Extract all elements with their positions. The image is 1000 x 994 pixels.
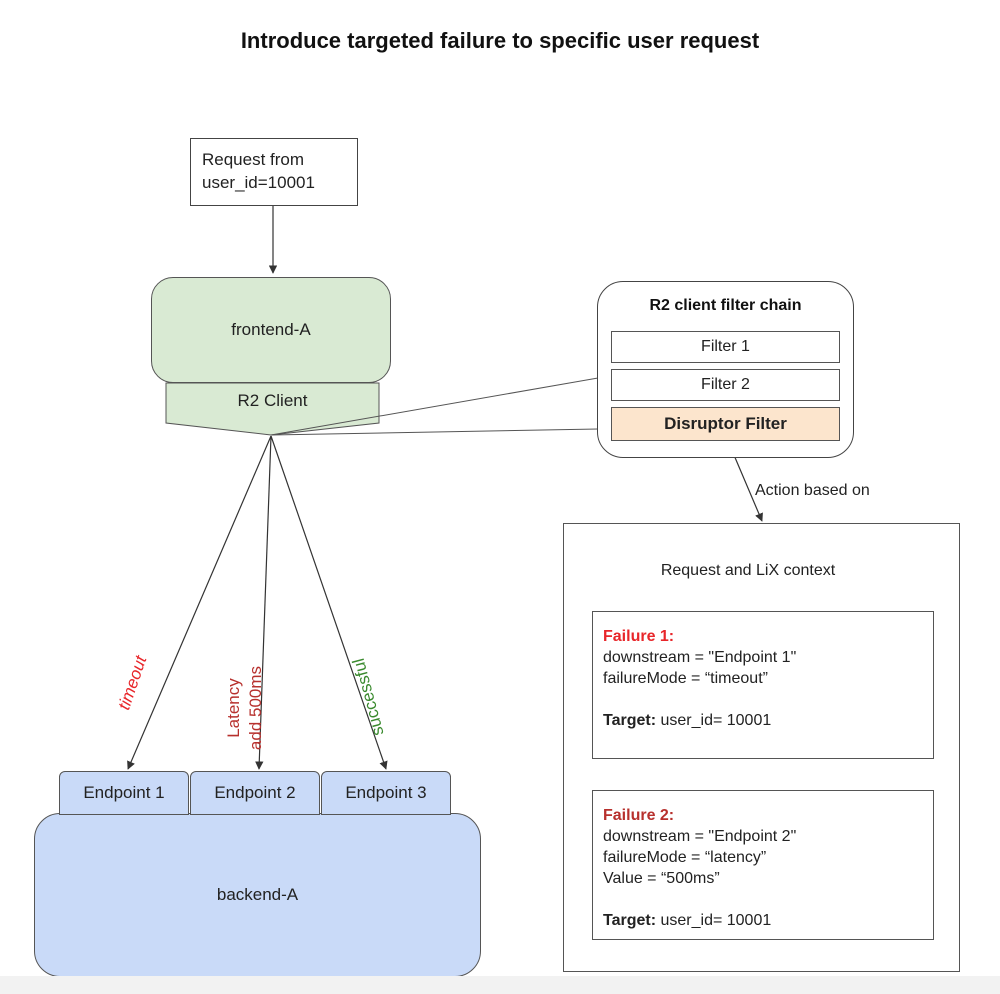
endpoint-2: Endpoint 2 bbox=[190, 771, 320, 815]
callout-line-top bbox=[270, 377, 599, 436]
disruptor-filter: Disruptor Filter bbox=[611, 407, 840, 441]
failure-2-downstream: downstream = "Endpoint 2" bbox=[603, 828, 797, 845]
edge-label-latency: Latency add 500ms bbox=[223, 666, 267, 750]
disruptor-filter-label: Disruptor Filter bbox=[664, 414, 787, 433]
request-box: Request from user_id=10001 bbox=[190, 138, 358, 206]
r2-client-label: R2 Client bbox=[237, 391, 308, 410]
backend-node: backend-A bbox=[34, 813, 481, 977]
failure-1-target-value: user_id= 10001 bbox=[656, 712, 772, 729]
endpoint-3: Endpoint 3 bbox=[321, 771, 451, 815]
endpoint-1: Endpoint 1 bbox=[59, 771, 189, 815]
bottom-strip bbox=[0, 976, 1000, 994]
failure-2-box: Failure 2: downstream = "Endpoint 2" fai… bbox=[592, 790, 934, 940]
page-title: Introduce targeted failure to specific u… bbox=[240, 28, 760, 53]
edge-label-latency-line-1: Latency bbox=[224, 678, 244, 738]
failure-2-heading: Failure 2: bbox=[603, 807, 675, 824]
frontend-label: frontend-A bbox=[231, 320, 311, 339]
failure-1-heading: Failure 1: bbox=[603, 628, 675, 645]
endpoint-3-label: Endpoint 3 bbox=[345, 783, 427, 802]
arrow-to-endpoint-2 bbox=[255, 435, 272, 770]
endpoint-2-label: Endpoint 2 bbox=[214, 783, 296, 802]
failure-2-value: Value = “500ms” bbox=[603, 870, 720, 887]
endpoint-1-label: Endpoint 1 bbox=[83, 783, 165, 802]
filter-2: Filter 2 bbox=[611, 369, 840, 401]
failure-1-target: Target: user_id= 10001 bbox=[603, 710, 923, 731]
action-label: Action based on bbox=[755, 482, 870, 499]
filter-chain-title: R2 client filter chain bbox=[649, 297, 802, 314]
failure-2-target-label: Target: bbox=[603, 912, 657, 929]
failure-2-target: Target: user_id= 10001 bbox=[603, 910, 923, 931]
failure-1-downstream: downstream = "Endpoint 1" bbox=[603, 649, 797, 666]
filter-1: Filter 1 bbox=[611, 331, 840, 363]
context-title: Request and LiX context bbox=[660, 562, 836, 579]
request-line-1: Request from bbox=[202, 150, 305, 169]
callout-line-bottom bbox=[270, 428, 599, 436]
edge-label-latency-line-2: add 500ms bbox=[246, 665, 266, 751]
arrow-to-endpoint-1 bbox=[127, 435, 272, 770]
failure-1-box: Failure 1: downstream = "Endpoint 1" fai… bbox=[592, 611, 934, 759]
failure-2-target-value: user_id= 10001 bbox=[656, 912, 772, 929]
filter-1-label: Filter 1 bbox=[701, 338, 750, 355]
frontend-node: frontend-A bbox=[151, 277, 391, 383]
backend-label: backend-A bbox=[216, 885, 299, 904]
failure-2-mode: failureMode = “latency” bbox=[603, 849, 767, 866]
r2-client-shape bbox=[165, 382, 380, 436]
filter-2-label: Filter 2 bbox=[701, 376, 750, 393]
failure-1-target-label: Target: bbox=[603, 712, 657, 729]
request-line-2: user_id=10001 bbox=[202, 173, 315, 192]
arrow-to-endpoint-3 bbox=[270, 435, 388, 770]
failure-1-mode: failureMode = “timeout” bbox=[603, 670, 768, 687]
